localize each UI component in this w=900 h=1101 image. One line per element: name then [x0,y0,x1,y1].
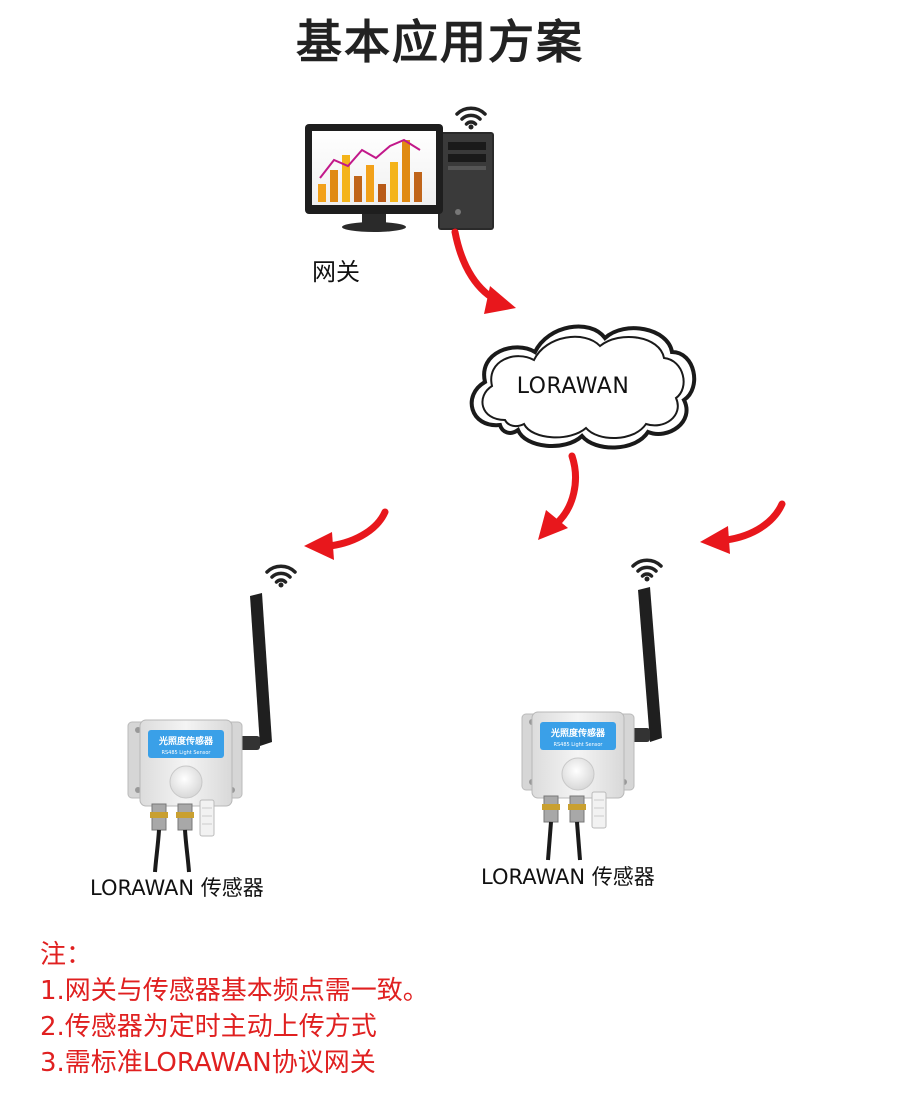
cloud-label: LORAWAN [516,374,630,399]
arrow-cloud-to-center [538,452,579,540]
wifi-icon [631,558,663,582]
desktop-computer-icon [305,124,494,232]
screen-chart-icon [318,138,422,202]
gateway-label: 网关 [312,258,360,286]
arrow-to-left-sensor [304,508,389,560]
sensor-label-right: LORAWAN 传感器 [481,865,655,889]
arrow-gateway-to-cloud [451,228,516,314]
wifi-icon [265,564,297,588]
sensor-panel-subtext: RS485 Light Sensor [162,750,212,756]
sensor-panel-text: 光照度传感器 [550,727,606,739]
note-item: 1.网关与传感器基本频点需一致。 [40,976,429,1006]
page-title: 基本应用方案 [296,15,584,69]
sensor-panel-text: 光照度传感器 [158,735,214,747]
notes-heading: 注： [40,940,93,970]
note-item: 3.需标准LORAWAN协议网关 [40,1048,376,1078]
note-item: 2.传感器为定时主动上传方式 [40,1012,377,1042]
wifi-icon [455,106,487,130]
sensor-device-right: 光照度传感器 RS485 Light Sensor [521,587,662,861]
sensor-panel-subtext: RS485 Light Sensor [554,742,604,748]
sensor-label-left: LORAWAN 传感器 [90,876,264,900]
notes-block: 注： 1.网关与传感器基本频点需一致。 2.传感器为定时主动上传方式 3.需标准… [40,937,429,1081]
sensor-device-left: 光照度传感器 RS485 Light Sensor [127,593,272,873]
arrow-to-right-sensor [700,500,786,554]
